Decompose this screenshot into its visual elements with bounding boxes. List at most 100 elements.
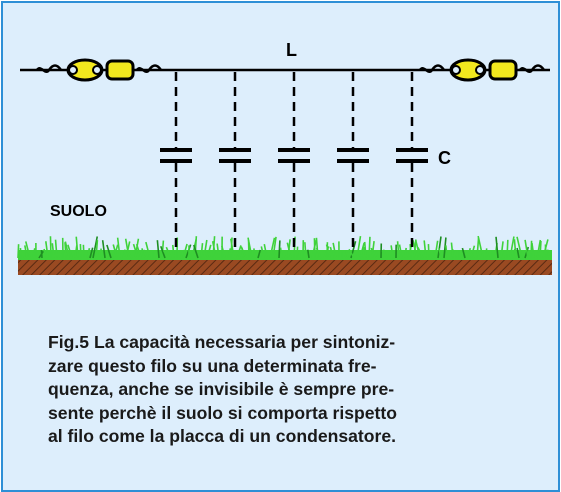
antenna-diagram — [17, 58, 552, 275]
grass-blade — [236, 245, 242, 259]
soil-strip — [18, 259, 552, 275]
grass-blade — [24, 241, 31, 259]
grass-blade — [134, 238, 140, 259]
grass-blade — [229, 238, 235, 259]
grass-blade — [345, 250, 349, 259]
grass-blade — [216, 243, 220, 259]
grass-blade — [371, 240, 375, 259]
grass-blade — [260, 246, 265, 259]
caption-line: quenza, anche se invisibile è sempre pre… — [48, 379, 395, 399]
grass-blade — [470, 245, 476, 259]
capacitor-row — [160, 148, 428, 163]
grass-blade — [179, 249, 185, 259]
grass-blade — [409, 244, 412, 259]
grass-blade — [17, 244, 20, 259]
grass-blade — [253, 248, 256, 259]
grass-blade — [382, 249, 388, 259]
grass-blade — [332, 242, 337, 259]
grass-blade — [396, 241, 400, 259]
grass-blade — [142, 249, 148, 259]
grass-blade — [356, 235, 362, 259]
capacitor-icon — [160, 148, 192, 163]
grass-blade — [211, 241, 217, 259]
grass-blade — [437, 236, 442, 259]
grass-blade — [263, 243, 268, 259]
grass-blade — [59, 250, 65, 259]
grass-blade — [105, 251, 109, 259]
capacitor-icon — [337, 148, 369, 163]
grass-blade — [247, 237, 253, 259]
ground-label: SUOLO — [50, 203, 107, 220]
grass-blade — [221, 245, 226, 259]
grass-blade — [348, 248, 355, 259]
grass-blade — [325, 244, 331, 259]
grass-blade — [49, 236, 52, 259]
grass-blade — [485, 249, 490, 259]
grass-blade — [509, 236, 515, 259]
grass-blade — [100, 248, 103, 259]
grass-blade — [370, 247, 376, 259]
grass-blade — [75, 236, 79, 259]
grass-blade — [368, 236, 371, 259]
figure-caption: Fig.5 La capacità necessaria per sintoni… — [48, 331, 518, 449]
grass-blade — [278, 240, 281, 259]
grass-blade — [539, 240, 542, 259]
grass-blade — [506, 239, 509, 259]
grass-blade — [132, 243, 139, 259]
grass-blade — [32, 248, 36, 259]
grass-blade — [145, 241, 151, 259]
grass-blade — [269, 237, 276, 259]
grass-blade — [19, 248, 22, 259]
grass-blade — [45, 241, 49, 259]
grass-blade — [477, 235, 484, 259]
grass-blade — [79, 244, 82, 259]
dashed-drops — [174, 72, 414, 250]
grass-blade — [160, 245, 166, 259]
grass-blade — [54, 239, 58, 259]
grass-blade — [390, 245, 394, 259]
grass-blade — [531, 242, 535, 259]
insulator-right-icon — [418, 58, 546, 82]
grass-blade — [404, 247, 407, 259]
grass-blade — [286, 242, 292, 259]
grass-blade — [96, 251, 100, 259]
grass-blade — [329, 246, 334, 259]
grass-blade — [235, 250, 241, 259]
grass-blade — [298, 249, 301, 259]
grass-blade — [112, 244, 118, 259]
grass-blade — [279, 247, 283, 259]
grass-blade — [423, 240, 427, 259]
grass-blade — [359, 242, 365, 259]
grass-blade — [454, 250, 457, 259]
grass-blade — [467, 247, 472, 259]
grass-blade — [412, 240, 418, 259]
grass-blade — [306, 249, 310, 259]
grass — [17, 235, 552, 260]
grass-blade — [387, 250, 391, 259]
grass-blade — [501, 249, 505, 259]
grass-blade — [313, 238, 316, 259]
wire-label: L — [286, 40, 297, 60]
grass-blade — [207, 251, 211, 259]
grass-blade — [40, 250, 43, 259]
grass-blade — [374, 250, 379, 259]
grass-blade — [450, 242, 454, 259]
grass-blade — [362, 246, 365, 259]
grass-blade — [544, 244, 547, 259]
grass-blade — [156, 240, 160, 259]
grass-blade — [43, 248, 46, 259]
grass-blade — [126, 250, 133, 259]
grass-blade — [141, 248, 145, 259]
grass-blade — [24, 245, 28, 259]
grass-blade — [106, 244, 112, 259]
grass-blade — [92, 236, 99, 259]
grass-blade — [434, 240, 439, 259]
caption-line: Fig.5 La capacità necessaria per sintoni… — [48, 332, 396, 352]
grass-blade — [86, 248, 91, 259]
grass-blade — [296, 246, 299, 259]
grass-blade — [182, 243, 188, 259]
grass-blade — [438, 248, 442, 259]
grass-blade — [443, 237, 447, 259]
grass-blade — [530, 240, 533, 259]
